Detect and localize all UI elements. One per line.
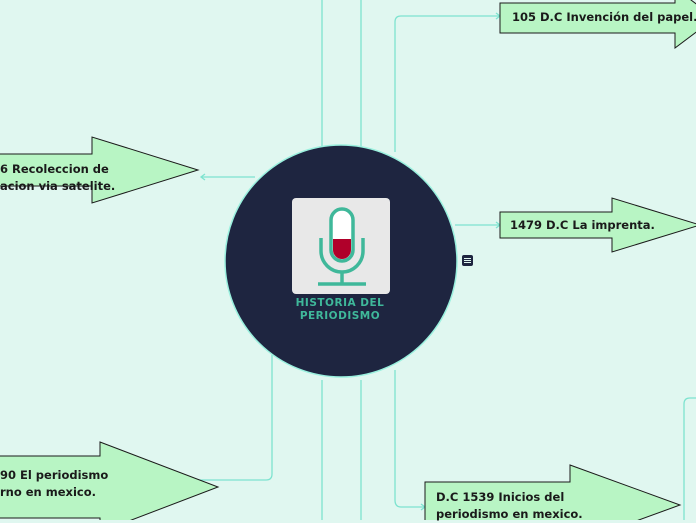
central-title-line-2: PERIODISMO xyxy=(299,310,381,322)
node-label-mexico-line-1: D.C 1539 Inicios del xyxy=(436,490,565,504)
node-label-mexico-line-2: periodismo en mexico. xyxy=(436,507,583,521)
node-shape-moderno[interactable] xyxy=(0,441,220,520)
node-label-satelite: 6 Recoleccion de acion via satelite. xyxy=(0,161,115,195)
node-shape-imprenta[interactable] xyxy=(499,197,696,253)
node-label-mexico: D.C 1539 Inicios del periodismo en mexic… xyxy=(436,489,583,523)
central-title-line-1: HISTORIA DEL xyxy=(295,297,385,309)
node-label-papel: 105 D.C Invención del papel. xyxy=(512,10,696,24)
microphone-icon xyxy=(292,198,390,294)
node-shape-papel[interactable] xyxy=(499,0,696,49)
node-label-moderno-line-1: 90 El periodismo xyxy=(0,468,109,482)
node-label-satelite-line-2: acion via satelite. xyxy=(0,179,116,193)
central-topic-title[interactable]: HISTORIA DEL PERIODISMO xyxy=(270,297,410,323)
node-shape-satelite[interactable] xyxy=(0,136,200,204)
node-label-moderno-line-2: rno en mexico. xyxy=(0,485,96,499)
node-label-satelite-line-1: 6 Recoleccion de xyxy=(0,162,109,176)
note-icon[interactable] xyxy=(462,255,473,266)
node-shape-mexico[interactable] xyxy=(424,464,682,520)
node-label-imprenta: 1479 D.C La imprenta. xyxy=(510,218,655,232)
node-label-moderno: 90 El periodismo rno en mexico. xyxy=(0,467,108,501)
connectors xyxy=(101,0,696,520)
